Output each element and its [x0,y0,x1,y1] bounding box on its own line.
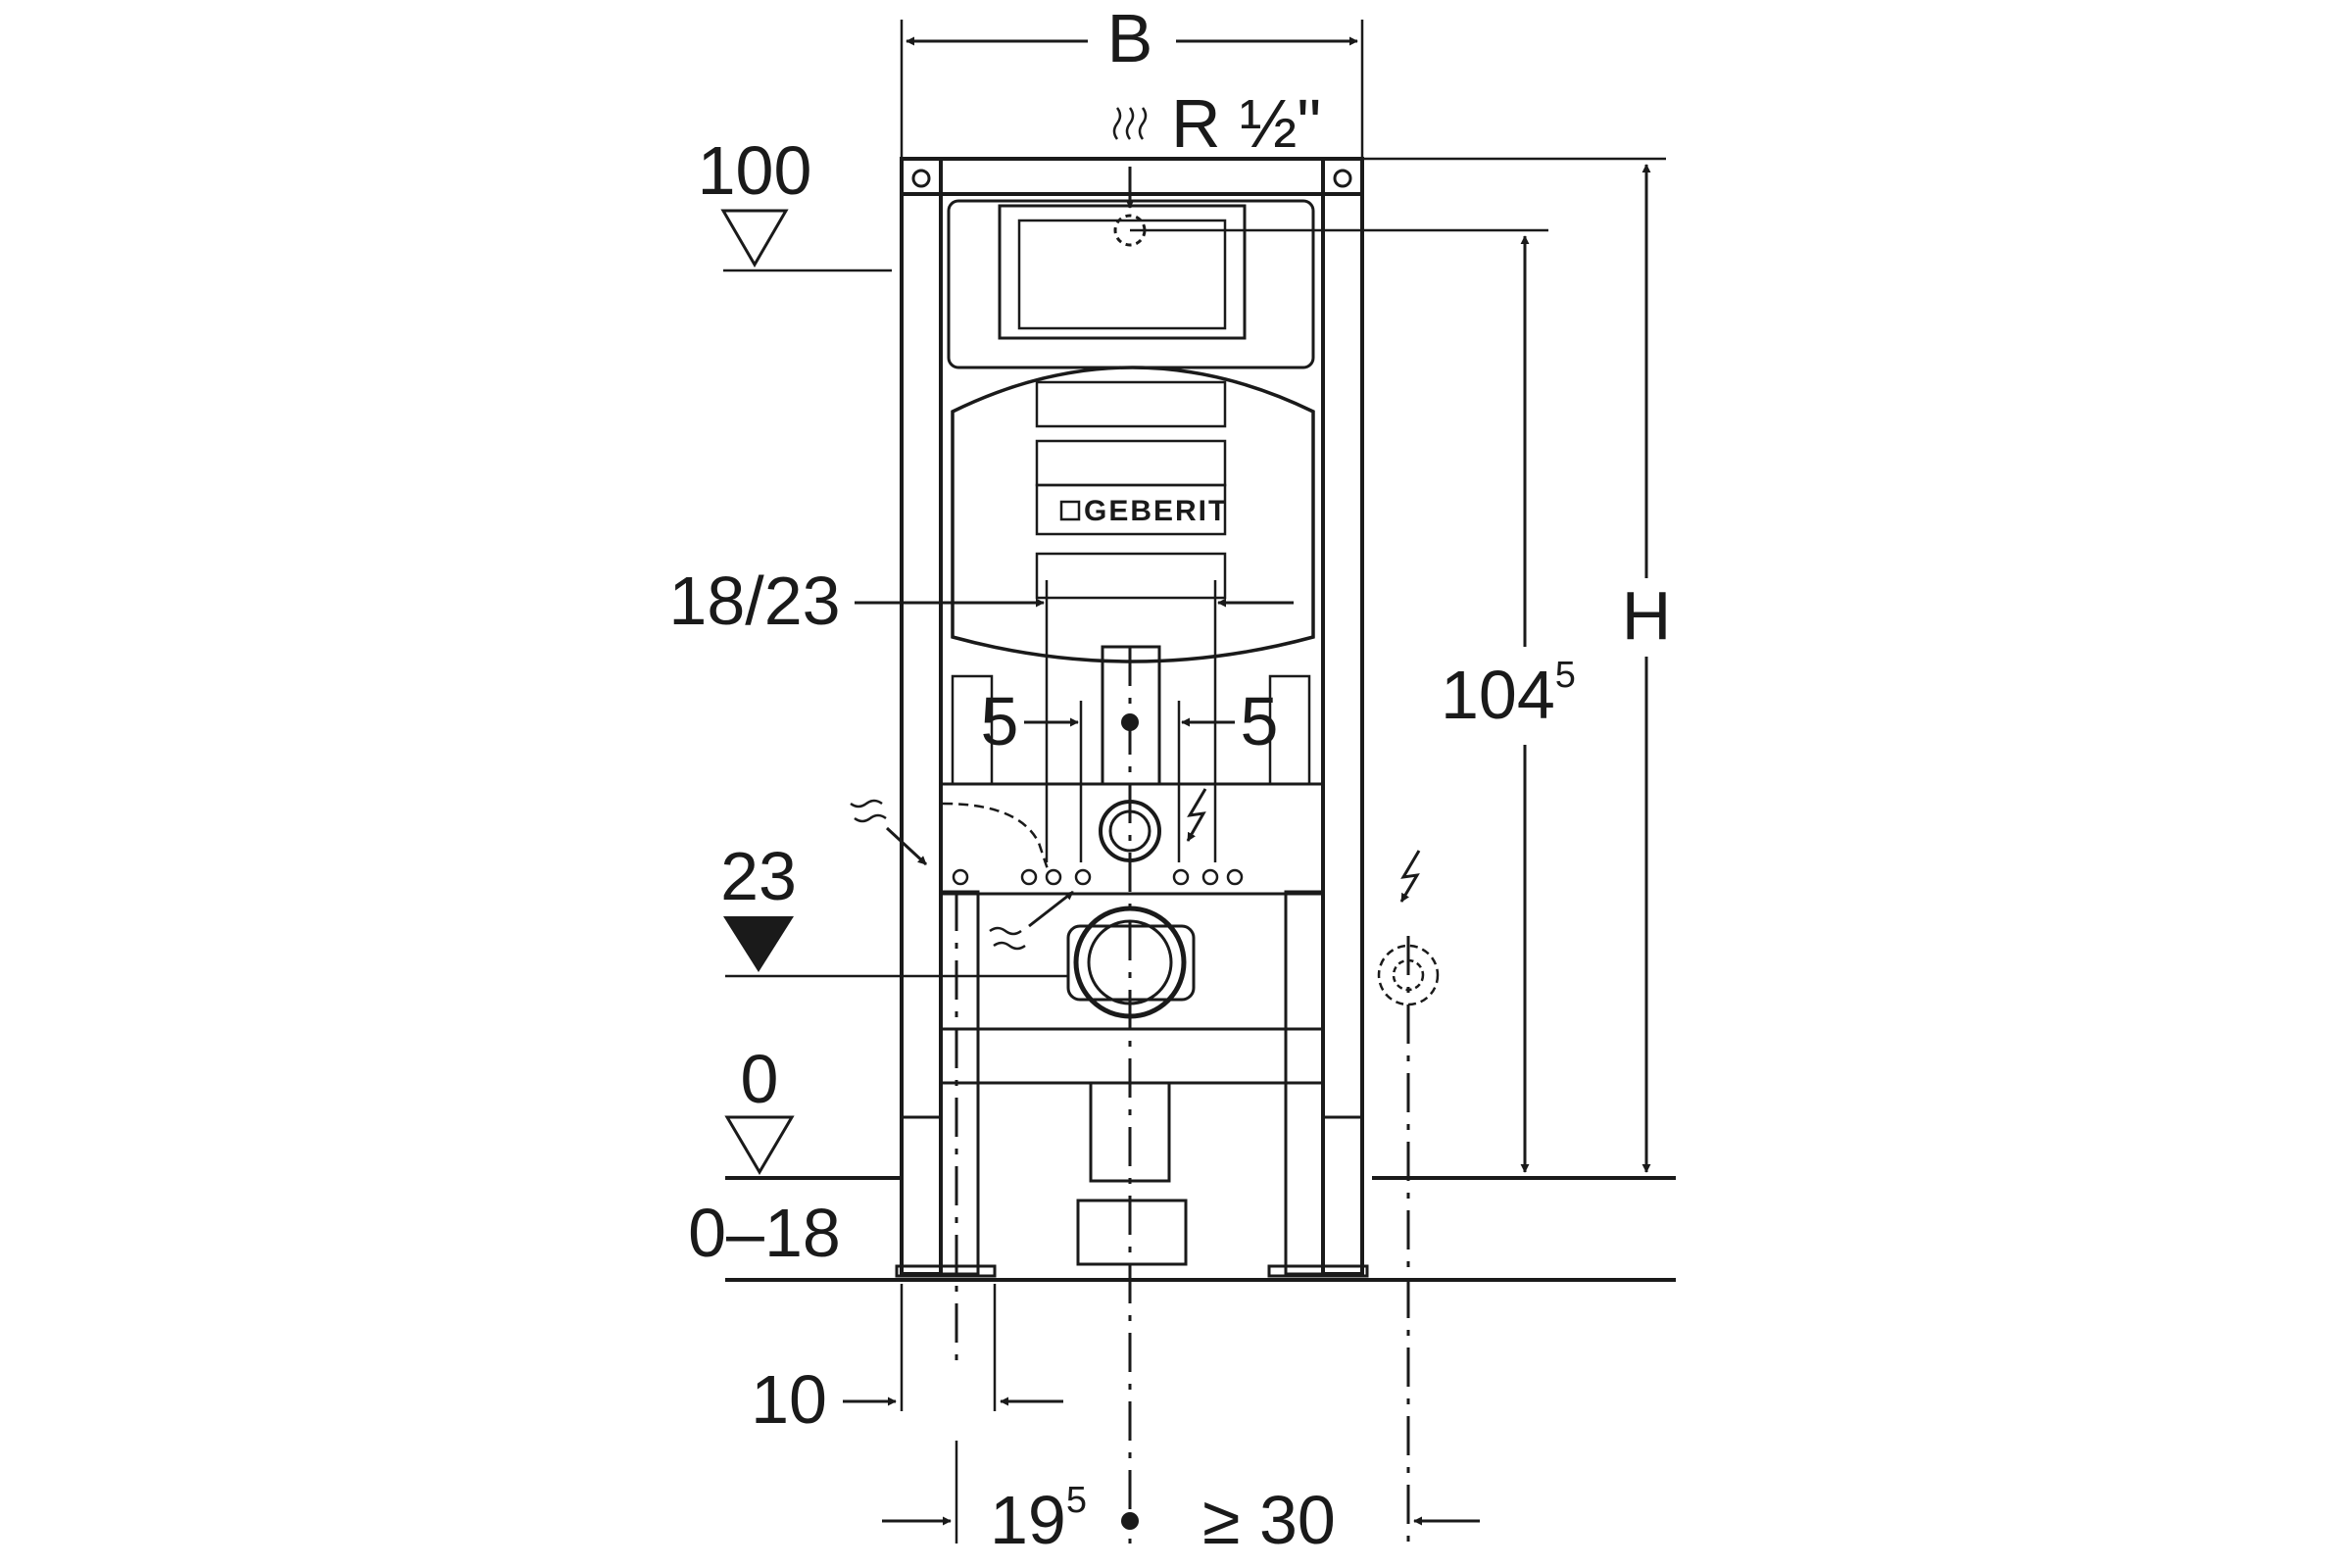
electrical-socket [1186,788,1440,1006]
dimension-foot-width: 10 [751,1284,1063,1438]
level-marker-100: 100 [698,132,892,272]
label-offset-right: 5 [1241,683,1279,760]
drain-pipe [942,800,1244,1266]
label-water-connection: R ½" [1171,85,1321,162]
center-lines [955,647,1410,1544]
floor-lines [725,1176,1676,1282]
brand-logo: GEBERIT [1084,495,1228,527]
level-marker-23: 23 [720,838,1068,978]
label-socket-distance: ≥ 30 [1202,1482,1336,1558]
label-height-value: 1045 [1441,655,1576,733]
label-pipe-spacing: 18/23 [668,563,840,639]
cistern: GEBERIT [947,199,1315,786]
label-width: B [1107,0,1153,76]
label-level-drain: 23 [720,838,797,914]
dimension-height: H 1045 [1362,157,1672,1173]
label-level-floor: 0 [741,1041,779,1117]
label-axis-offset: 195 [990,1480,1087,1558]
hot-water-icon [1112,107,1148,140]
dimension-axis-offset: 195 ≥ 30 [882,1441,1480,1558]
water-supply-connection [1112,107,1548,247]
label-foot-width: 10 [751,1361,827,1438]
label-floor-range: 0–18 [688,1195,841,1271]
electricity-icon-inner [1186,788,1207,842]
dimension-width: B [900,0,1364,159]
label-offset-left: 5 [981,683,1019,760]
level-marker-0: 0 0–18 [688,1041,841,1271]
dimension-pipe-spacing: 18/23 5 5 [668,563,1294,862]
label-height: H [1622,577,1672,654]
label-level-top: 100 [698,132,812,209]
mounting-frame [895,157,1369,1278]
hot-water-arrows [850,799,1074,951]
electricity-icon [1399,850,1421,903]
